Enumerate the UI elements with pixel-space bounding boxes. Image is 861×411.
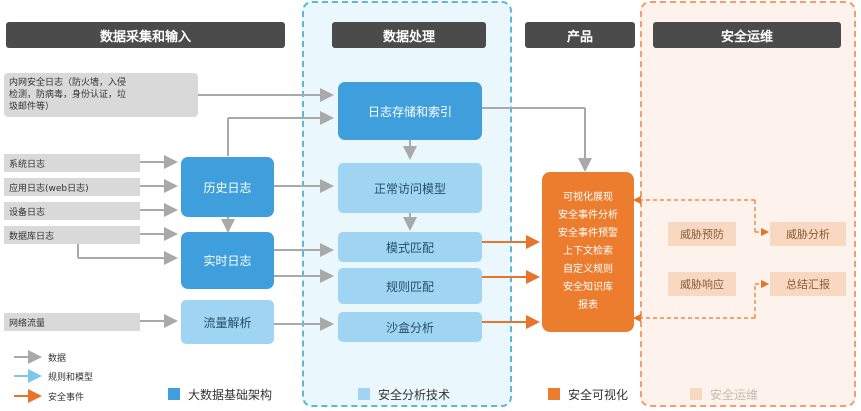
source-network-traffic: 网络流量 — [4, 313, 140, 331]
source-database-label: 数据库日志 — [9, 231, 55, 242]
product-item: 可视化展现 — [563, 192, 613, 203]
legend-rules-label: 规则和模型 — [48, 373, 94, 383]
legend-ops-label: 安全运维 — [710, 388, 759, 402]
source-intranet-label: 内网安全日志（防火墙，入侵检测，防病毒，身份认证，垃圾邮件等） — [9, 78, 127, 112]
summary-report-box: 总结汇报 — [770, 272, 846, 296]
source-application-log: 应用日志(web日志) — [4, 178, 140, 196]
legend-data-label: 数据 — [48, 354, 67, 364]
source-system-label: 系统日志 — [9, 159, 46, 170]
legend-analysis-label: 安全分析技术 — [378, 388, 451, 402]
source-device-label: 设备日志 — [9, 207, 46, 218]
threat-response-box: 威胁响应 — [668, 272, 736, 296]
log-storage-index-box: 日志存储和索引 — [338, 82, 482, 140]
threat-analysis-box: 威胁分析 — [770, 222, 846, 246]
product-item: 安全知识库 — [563, 282, 613, 293]
header-product: 产品 — [525, 22, 635, 48]
rule-matching-box: 规则匹配 — [338, 268, 482, 304]
legend-analysis-swatch — [358, 388, 370, 400]
source-device-log: 设备日志 — [4, 202, 140, 220]
legend-visual-label: 安全可视化 — [568, 388, 629, 402]
source-network-label: 网络流量 — [9, 318, 46, 329]
source-intranet-security-log: 内网安全日志（防火墙，入侵检测，防病毒，身份认证，垃圾邮件等） — [4, 73, 198, 117]
legend-ops-swatch — [690, 388, 702, 400]
history-log-box: 历史日志 — [181, 157, 274, 217]
legend-bigdata-swatch — [168, 388, 180, 400]
header-security-ops: 安全运维 — [653, 22, 841, 48]
product-item: 安全事件分析 — [558, 210, 618, 221]
source-system-log: 系统日志 — [4, 154, 140, 172]
pattern-matching-box: 模式匹配 — [338, 232, 482, 262]
source-application-label: 应用日志(web日志) — [9, 183, 89, 194]
threat-prevention-box: 威胁预防 — [668, 222, 736, 246]
realtime-log-box: 实时日志 — [181, 232, 274, 289]
normal-access-model-box: 正常访问模型 — [338, 163, 482, 213]
legend-visual-swatch — [548, 388, 560, 400]
product-item: 上下文检索 — [563, 246, 613, 257]
legend-events-label: 安全事件 — [48, 393, 85, 403]
legend-bigdata-label: 大数据基础架构 — [188, 388, 273, 402]
product-item: 报表 — [578, 300, 598, 311]
product-item: 安全事件预警 — [558, 228, 618, 239]
header-data-collection: 数据采集和输入 — [6, 22, 285, 48]
header-data-processing: 数据处理 — [332, 22, 486, 48]
source-database-log: 数据库日志 — [4, 226, 140, 244]
traffic-parsing-box: 流量解析 — [181, 300, 274, 344]
product-visualization-box: 可视化展现 安全事件分析 安全事件预警 上下文检索 自定义规则 安全知识库 报表 — [542, 172, 634, 332]
product-item: 自定义规则 — [563, 264, 613, 275]
sandbox-analysis-box: 沙盒分析 — [338, 312, 482, 342]
operations-zone — [640, 1, 856, 407]
